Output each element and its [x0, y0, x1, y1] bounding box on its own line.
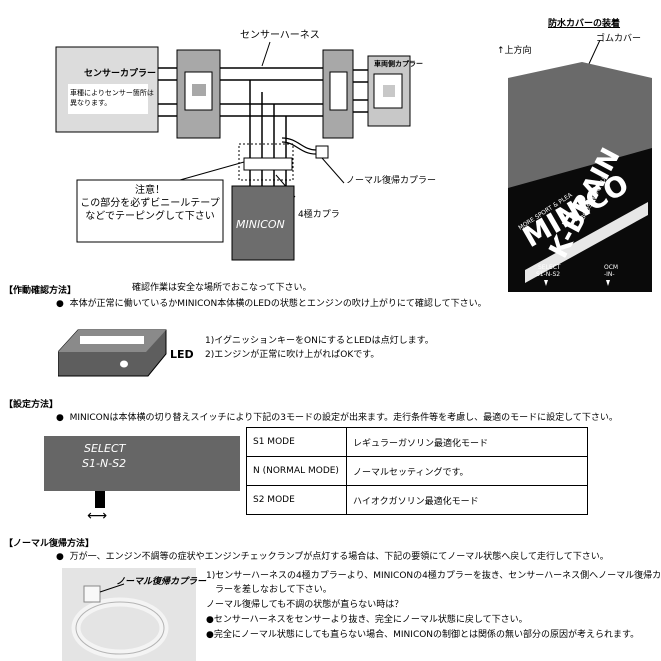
up-direction-label: ↑上方向 — [497, 46, 532, 56]
mode-desc: ハイオクガソリン最適化モード — [346, 485, 588, 515]
switch-direction-arrow-icon: ⟷ — [87, 508, 108, 524]
normal-return-coupler-shape — [315, 145, 329, 159]
table-row: S2 MODE ハイオクガソリン最適化モード — [246, 485, 588, 515]
select-modes-text: S1-N-S2 — [536, 271, 560, 278]
rubber-cover-label: ゴムカバー — [596, 34, 642, 44]
restore-bullet-2: ●完全にノーマル状態にしても直らない場合、MINICONの制御とは関係の無い部分… — [206, 630, 640, 640]
mode-desc: レギュラーガソリン最適化モード — [346, 427, 588, 457]
sensor-note: 車種によりセンサー箇所は 異なります。 — [70, 89, 154, 107]
restore-step-1b: ラーを差しなおして下さい。 — [215, 585, 332, 595]
mode-name: S1 MODE — [246, 427, 347, 457]
sensor-note-box — [68, 84, 148, 114]
table-row: N (NORMAL MODE) ノーマルセッティングです。 — [246, 456, 588, 486]
normal-coupler-label: ノーマル復帰カプラー — [346, 176, 437, 186]
ocm-title-text: OCM — [604, 264, 618, 271]
select-panel: SELECT S1-N-S2 — [44, 436, 240, 491]
restore-bullet-1: ●センサーハーネスをセンサーより抜き、完全にノーマル状態に戻して下さい。 — [206, 615, 528, 625]
check-heading: 【作動確認方法】 — [4, 286, 77, 296]
led-indicator — [120, 360, 128, 368]
select-panel-modes: S1-N-S2 — [82, 457, 127, 470]
four-pole-label: 4極カプラ — [298, 210, 340, 220]
waterproof-title: 防水カバーの装着 — [548, 19, 621, 29]
taping-area — [238, 143, 294, 181]
select-panel-title: SELECT — [84, 442, 126, 455]
check-bullet: ● 本体が正常に働いているかMINICON本体横のLEDの状態とエンジンの吹け上… — [56, 299, 487, 309]
caution-text: 注意！ この部分を必ずビニールテープ などでテーピングして下さい — [80, 185, 220, 222]
led-label: LED — [170, 348, 194, 361]
check-safety: 確認作業は安全な場所でおこなって下さい。 — [132, 283, 312, 293]
wiring-diagram — [55, 41, 411, 261]
mode-switch-lever[interactable] — [95, 491, 105, 508]
restore-heading: 【ノーマル復帰方法】 — [4, 539, 95, 549]
sensor-harness-label: センサーハーネス — [240, 30, 320, 41]
restore-bullet: ● 万が一、エンジン不調等の症状やエンジンチェックランプが点灯する場合は、下記の… — [56, 552, 609, 562]
caution-box — [76, 179, 224, 243]
minicon-unit — [231, 185, 295, 261]
settings-heading: 【設定方法】 — [4, 400, 59, 410]
mode-name: S2 MODE — [246, 485, 347, 515]
restore-coupler-label: ノーマル復帰カプラー — [116, 577, 207, 587]
product-illustration: MINICO K-BRAIN BOOST & REGU MORE SPORT &… — [508, 40, 652, 292]
select-title-text: SELECT — [538, 264, 561, 271]
check-step-1: 1)イグニッションキーをONにするとLEDは点灯します。 — [205, 336, 434, 346]
sensor-coupler-label: センサーカプラー — [84, 69, 157, 79]
coupler-body — [83, 585, 101, 603]
restore-question: ノーマル復帰しても不調の状態が直らない時は？ — [206, 600, 404, 610]
minicon-unit-label: MINICON — [236, 218, 285, 231]
led-unit-illustration — [58, 329, 167, 377]
normal-coupler-photo — [62, 568, 196, 661]
ocm-mode-text: -IN- — [604, 271, 615, 278]
settings-bullet: ● MINICONは本体横の切り替えスイッチにより下記の3モードの設定が出来ます… — [56, 413, 618, 423]
mode-name: N (NORMAL MODE) — [246, 456, 347, 486]
mode-table: S1 MODE レギュラーガソリン最適化モード N (NORMAL MODE) … — [246, 427, 588, 515]
restore-step-1a: 1)センサーハーネスの4極カプラーより、MINICONの4極カプラーを抜き、セン… — [206, 571, 661, 581]
check-step-2: 2)エンジンが正常に吹け上がればOKです。 — [205, 350, 380, 360]
vehicle-coupler-label: 車両側カプラー — [374, 60, 423, 68]
four-pole-connector — [243, 157, 293, 171]
mode-desc: ノーマルセッティングです。 — [346, 456, 588, 486]
table-row: S1 MODE レギュラーガソリン最適化モード — [246, 427, 588, 457]
